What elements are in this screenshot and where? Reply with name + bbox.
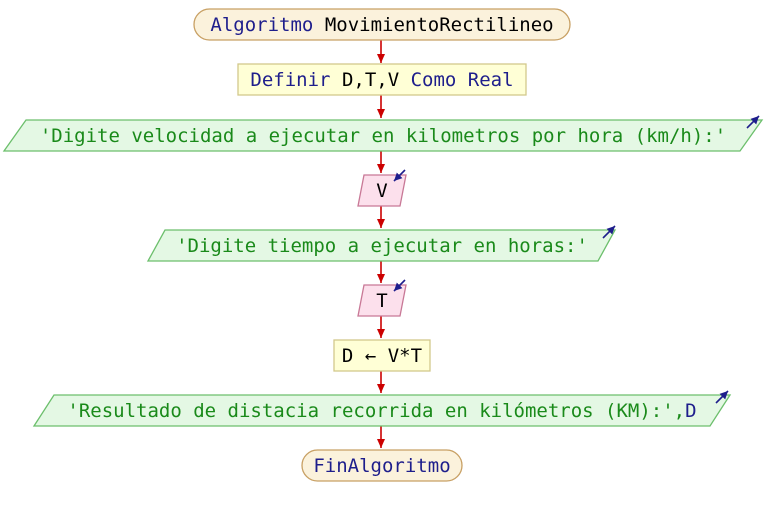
define-space — [331, 69, 342, 91]
assign-expr: V*T — [388, 345, 422, 367]
output-2-text: 'Digite tiempo a ejecutar en horas:' — [176, 235, 588, 257]
define-keyword: Definir — [250, 69, 330, 91]
start-terminal-shape — [193, 8, 571, 41]
start-terminal-text: Algoritmo MovimientoRectilineo — [210, 14, 553, 36]
end-terminal-shape — [301, 449, 463, 482]
output-2: 'Digite tiempo a ejecutar en horas:' — [146, 225, 617, 262]
end-terminal: FinAlgoritmo — [301, 449, 463, 482]
start-space — [313, 14, 324, 36]
define-type: Como Real — [411, 69, 514, 91]
input-2: T — [357, 279, 407, 317]
define-process: Definir D,T,V Como Real — [237, 63, 527, 96]
define-text: Definir D,T,V Como Real — [250, 69, 513, 91]
assign-target: D — [342, 345, 353, 367]
output-3-sep: , — [674, 400, 685, 422]
input-1-var: V — [376, 180, 387, 202]
output-3-arrow-icon — [715, 390, 729, 404]
output-1: 'Digite velocidad a ejecutar en kilometr… — [2, 115, 764, 152]
input-2-arrow-icon — [393, 279, 406, 292]
assign-space-1 — [353, 345, 364, 367]
assign-process: D ← V*T — [333, 339, 431, 372]
end-keyword: FinAlgoritmo — [313, 455, 450, 477]
output-1-text: 'Digite velocidad a ejecutar en kilometr… — [40, 125, 726, 147]
output-2-shape — [146, 229, 617, 262]
output-3: 'Resultado de distacia recorrida en kiló… — [32, 390, 732, 427]
start-terminal: Algoritmo MovimientoRectilineo — [193, 8, 571, 41]
output-3-string: 'Resultado de distacia recorrida en kiló… — [67, 400, 673, 422]
output-2-arrow-icon — [602, 225, 616, 239]
assign-process-shape — [333, 339, 431, 372]
output-3-var: D — [685, 400, 696, 422]
input-2-shape — [357, 284, 407, 317]
start-keyword: Algoritmo — [210, 14, 313, 36]
algorithm-name: MovimientoRectilineo — [325, 14, 554, 36]
define-process-shape — [237, 63, 527, 96]
input-2-var: T — [376, 290, 387, 312]
define-vars: D,T,V — [342, 69, 399, 91]
assign-space-2 — [376, 345, 387, 367]
output-3-text: 'Resultado de distacia recorrida en kiló… — [67, 400, 696, 422]
input-1-arrow-icon — [393, 169, 406, 182]
define-space-2 — [399, 69, 410, 91]
output-1-arrow-icon — [746, 115, 760, 129]
assign-text: D ← V*T — [342, 345, 422, 367]
output-1-shape — [2, 119, 764, 152]
assign-arrow: ← — [365, 345, 376, 367]
input-1-shape — [357, 174, 407, 207]
input-1: V — [357, 169, 407, 207]
output-3-shape — [32, 394, 732, 427]
